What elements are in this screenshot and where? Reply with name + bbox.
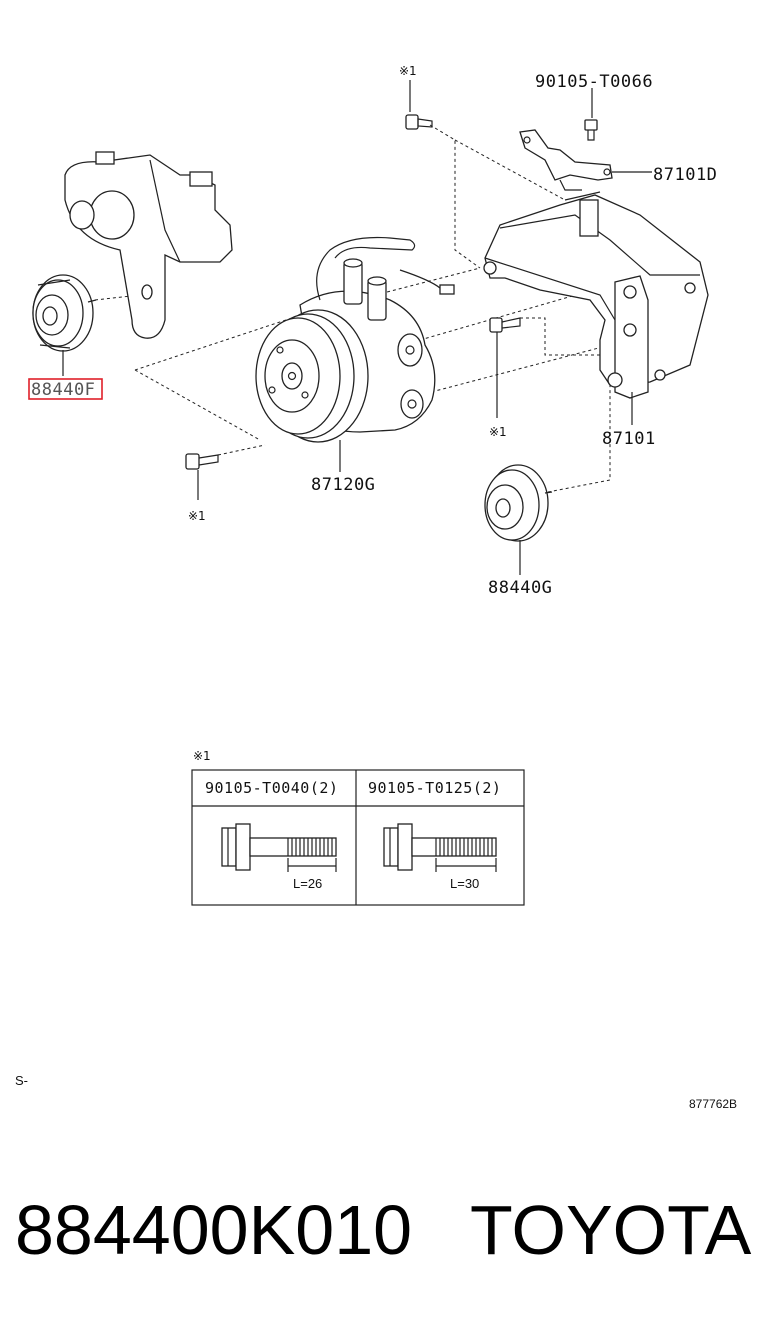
bracket-87101d	[519, 129, 613, 191]
callout-87120g[interactable]: 87120G	[311, 475, 375, 495]
callout-87101[interactable]: 87101	[602, 429, 656, 449]
caption-brand: TOYOTA	[470, 1191, 752, 1269]
callout-87101d[interactable]: 87101D	[653, 165, 717, 185]
callout-leaders	[62, 80, 652, 575]
figure-id: 877762B	[689, 1097, 737, 1111]
footer-left-code: S-	[15, 1073, 28, 1088]
compressor-bracket-87101	[483, 191, 709, 399]
ac-compressor-87120g	[255, 236, 455, 443]
idler-pulley-88440f	[32, 274, 97, 352]
callout-88440g[interactable]: 88440G	[488, 578, 552, 598]
idler-pulley-88440g	[484, 464, 553, 542]
callout-90105-t0066[interactable]: 90105-T0066	[535, 72, 653, 92]
caption-part-number: 884400K010	[15, 1191, 413, 1269]
callout-note-left: ※1	[188, 509, 206, 523]
bolt-table-note: ※1	[193, 749, 211, 763]
bolt-drawing-1: L=26	[221, 823, 337, 891]
bolt-lower-left	[185, 453, 219, 470]
bolt-table-part-1[interactable]: 90105-T0040(2)	[205, 779, 338, 797]
bolt-table: ※1 90105-T0040(2) 90105-T0125(2) L=26 L=…	[191, 749, 525, 906]
bolt-length-1: L=26	[293, 876, 322, 891]
bolt-90105-t0066	[584, 119, 598, 141]
bolt-table-part-2[interactable]: 90105-T0125(2)	[368, 779, 501, 797]
bolt-middle	[489, 317, 521, 333]
highlight-box	[28, 378, 103, 400]
engine-mount-bracket	[64, 151, 233, 339]
callout-note-mid: ※1	[489, 425, 507, 439]
bolt-length-2: L=30	[450, 876, 479, 891]
callout-note-top: ※1	[399, 64, 417, 78]
callout-88440f[interactable]: 88440F	[31, 380, 95, 400]
bolt-drawing-2: L=30	[383, 823, 497, 891]
bolt-top	[405, 114, 433, 130]
